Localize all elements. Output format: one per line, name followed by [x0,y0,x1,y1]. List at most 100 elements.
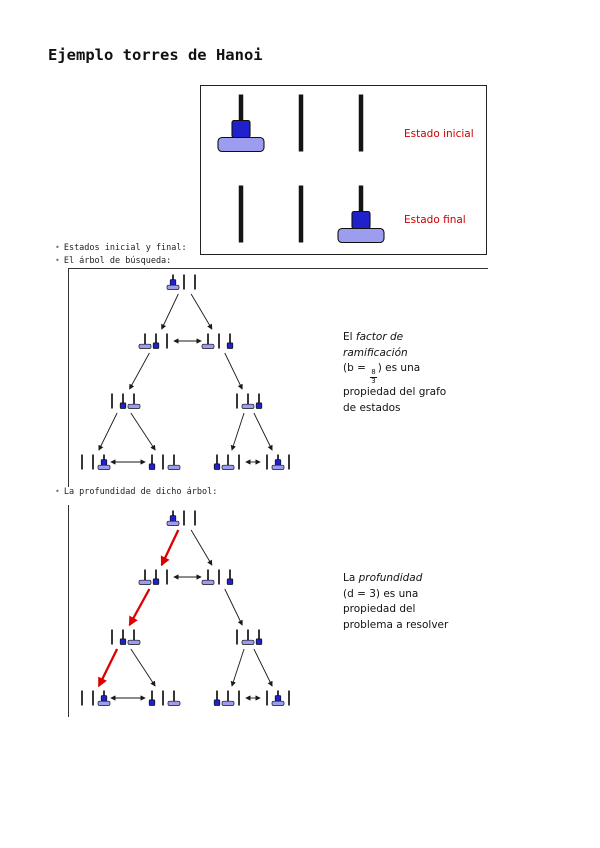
hanoi-state-icon [201,569,234,585]
note-line: El factor de [343,331,404,343]
large-disk [271,464,285,470]
peg [216,690,218,706]
hanoi-state-icon [213,690,240,706]
search-tree-svg [81,274,290,470]
small-disk [231,119,251,139]
tree-edge [130,648,156,687]
peg [238,454,240,470]
hanoi-state-icon [201,333,234,349]
peg [183,510,185,526]
hanoi-state-icon [111,393,141,409]
hanoi-state-icon [266,454,290,470]
large-disk [241,639,255,645]
tree-edge [230,412,245,451]
large-disk [221,464,235,470]
peg [144,569,146,585]
depth-tree-svg [81,510,290,706]
tree-edge [98,412,118,451]
final-state-label: Estado final [404,214,466,226]
peg [229,333,231,349]
small-disk [119,402,127,409]
tree-edge [224,588,243,626]
note-line: propiedad del grafo [343,386,447,398]
large-disk [127,639,141,645]
peg [173,454,175,470]
search-tree-figure [68,268,488,487]
large-disk [97,464,111,470]
peg [81,454,83,470]
peg [288,454,290,470]
peg [162,690,164,706]
tree-edge [253,412,273,451]
tree-edge [161,293,179,330]
peg [194,274,196,290]
peg [122,393,124,409]
peg [227,454,229,470]
peg [229,569,231,585]
hanoi-state-icon [217,94,364,153]
hanoi-state-icon [138,569,168,585]
bullet-label: Estados inicial y final: [63,243,187,253]
large-disk [138,343,152,349]
depth-note: La profundidad (d = 3) es una propiedad … [343,571,448,633]
small-disk [148,699,156,706]
hanoi-state-icon [111,629,141,645]
note-line: problema a resolver [343,618,449,631]
large-disk [271,700,285,706]
peg [288,690,290,706]
large-disk [201,579,215,585]
note-line: ramificación [343,346,408,359]
peg [238,690,240,706]
peg [151,454,153,470]
peg [133,393,135,409]
tree-edge [190,293,213,330]
peg [155,569,157,585]
large-disk [138,579,152,585]
tree-edge [130,412,156,451]
note-line: propiedad del [343,603,416,615]
small-disk [152,578,160,585]
peg [151,690,153,706]
hanoi-states-figure: Estado inicial Estado final [200,85,487,255]
large-disk [166,520,180,526]
bullet-item-depth: La profundidad de dicho árbol: [55,487,218,497]
hanoi-state-icon [238,185,385,244]
peg [247,393,249,409]
peg [298,185,304,243]
peg [166,569,168,585]
peg [218,569,220,585]
peg [144,333,146,349]
peg [162,454,164,470]
page-title: Ejemplo torres de Hanoi [48,46,263,64]
hanoi-state-icon [148,690,181,706]
small-disk [119,638,127,645]
solution-path-edge [128,588,151,627]
tree-edge [230,648,245,687]
peg [238,185,244,243]
small-disk [100,695,108,702]
hanoi-state-icon [266,690,290,706]
small-disk [169,279,177,286]
peg [247,629,249,645]
large-disk [217,136,265,153]
peg [133,629,135,645]
small-disk [152,342,160,349]
peg [258,629,260,645]
bullet-item-search-tree: El árbol de búsqueda: [55,256,171,266]
peg [236,393,238,409]
peg [236,629,238,645]
large-disk [167,700,181,706]
peg [122,629,124,645]
peg [298,94,304,152]
small-disk [226,342,234,349]
peg [216,454,218,470]
bullet-dot [55,243,60,253]
small-disk [274,695,282,702]
peg [166,333,168,349]
peg [227,690,229,706]
small-disk [169,515,177,522]
small-disk [100,459,108,466]
